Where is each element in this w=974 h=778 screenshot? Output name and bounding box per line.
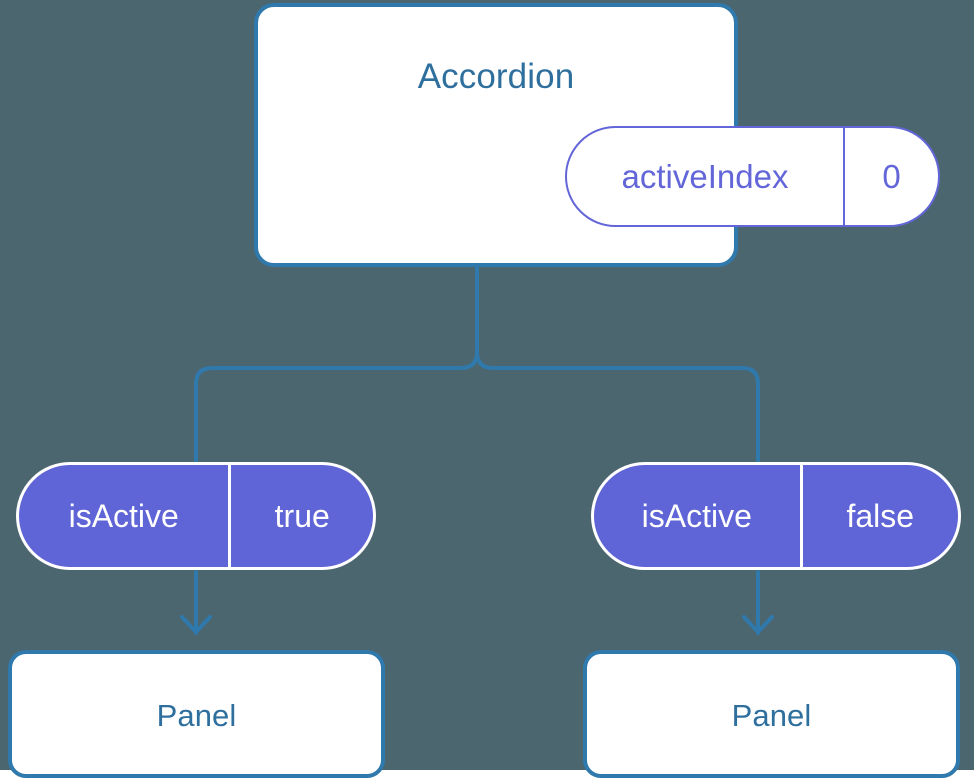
tree-connector-path-left — [194, 350, 479, 464]
arrow-right-to-panel — [742, 570, 774, 635]
node-panel-left[interactable]: Panel — [8, 650, 385, 778]
prop-pill-is-active-true-key: isActive — [19, 465, 232, 567]
arrow-left-to-panel — [180, 570, 212, 635]
prop-pill-is-active-true[interactable]: isActive true — [16, 462, 376, 570]
node-panel-right[interactable]: Panel — [583, 650, 960, 778]
node-accordion[interactable]: Accordion activeIndex 0 — [254, 3, 940, 267]
prop-pill-is-active-false-key: isActive — [594, 465, 803, 567]
prop-pill-active-index[interactable]: activeIndex 0 — [565, 126, 940, 227]
node-panel-left-label: Panel — [156, 698, 237, 733]
prop-pill-active-index-key: activeIndex — [567, 128, 846, 225]
prop-pill-is-active-true-value: true — [274, 497, 330, 534]
prop-pill-active-index-value: 0 — [882, 157, 901, 195]
prop-pill-is-active-false[interactable]: isActive false — [591, 462, 961, 570]
node-accordion-label: Accordion — [417, 57, 575, 96]
tree-connector-path — [475, 264, 760, 464]
prop-pill-is-active-false-value: false — [846, 497, 915, 534]
node-panel-right-label: Panel — [731, 698, 812, 733]
